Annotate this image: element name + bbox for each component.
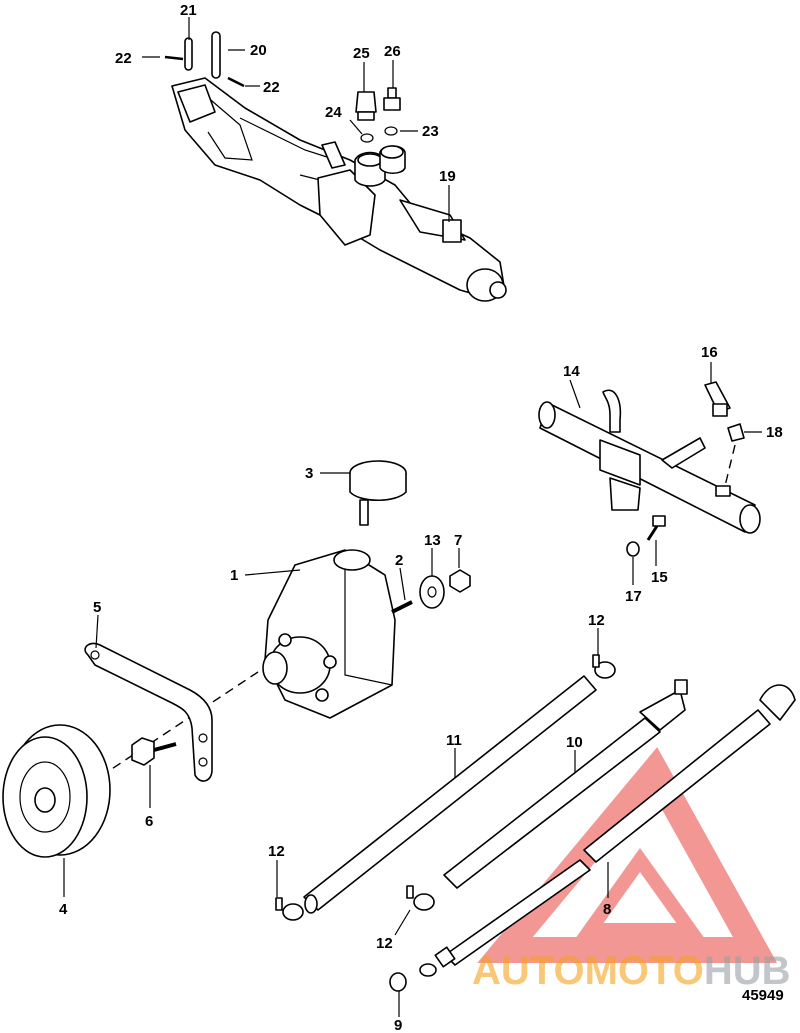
- callout-6: 6: [145, 813, 153, 830]
- callout-24: 24: [325, 104, 342, 121]
- switch-16: [704, 381, 731, 417]
- callout-16: 16: [701, 344, 718, 361]
- callout-17: 17: [625, 588, 642, 605]
- clamp-12b: [275, 897, 304, 921]
- o-ring-9: [389, 972, 407, 992]
- callout-5: 5: [93, 599, 101, 616]
- leader-lines: [63, 17, 762, 1017]
- fitting-26: [383, 87, 401, 111]
- pin-20: [211, 31, 221, 79]
- figure-number: 45949: [742, 987, 784, 1004]
- callout-3: 3: [305, 465, 313, 482]
- callout-10: 10: [566, 734, 583, 751]
- fluid-cooler: [538, 389, 761, 534]
- callout-13: 13: [424, 532, 441, 549]
- callout-19: 19: [439, 168, 456, 185]
- elbow-18: [727, 423, 745, 442]
- clamp-12c: [406, 885, 435, 911]
- callout-12c: 12: [376, 935, 393, 952]
- callout-25: 25: [353, 45, 370, 62]
- steering-actuator: [171, 77, 507, 302]
- clamp-12a: [592, 654, 616, 679]
- callout-26: 26: [384, 43, 401, 60]
- hose-11: [303, 675, 597, 914]
- callout-14: 14: [563, 363, 580, 380]
- watermark-logo: [477, 747, 778, 963]
- hose-10: [443, 679, 688, 889]
- pulley-4: [2, 724, 111, 858]
- o-ring-23: [384, 126, 398, 136]
- callout-7: 7: [454, 532, 462, 549]
- return-line: [419, 859, 591, 977]
- watermark-text: AUTOMOTOHUB: [472, 949, 791, 993]
- callout-8: 8: [603, 901, 611, 918]
- screw-15: [646, 515, 666, 541]
- watermark-text-automoto: AUTOMOTO: [472, 949, 704, 993]
- bracket-5: [84, 642, 213, 782]
- fitting-25: [355, 91, 377, 121]
- callout-20: 20: [250, 42, 267, 59]
- callout-23: 23: [422, 123, 439, 140]
- callout-22b: 22: [263, 79, 280, 96]
- callout-2: 2: [395, 552, 403, 569]
- callout-21: 21: [180, 2, 197, 19]
- cotter-pin-22b: [227, 76, 245, 88]
- power-steering-pump: [262, 549, 413, 719]
- callout-4: 4: [59, 901, 68, 918]
- watermark-text-hub: HUB: [704, 949, 791, 993]
- callout-22a: 22: [115, 50, 132, 67]
- spacer-13: [419, 575, 445, 609]
- callout-15: 15: [651, 569, 668, 586]
- callout-1: 1: [230, 567, 238, 584]
- hose-8: [583, 684, 796, 863]
- nut-7: [449, 569, 471, 593]
- o-ring-24: [360, 133, 374, 143]
- callout-9: 9: [394, 1017, 402, 1033]
- callout-12a: 12: [588, 612, 605, 629]
- bolt-6: [131, 737, 177, 766]
- callout-12b: 12: [268, 843, 285, 860]
- washer-17: [626, 541, 640, 557]
- callout-11: 11: [446, 732, 462, 749]
- pin-21: [184, 37, 193, 71]
- cotter-pin-22a: [164, 55, 184, 61]
- reservoir-cap: [349, 460, 407, 526]
- callout-18: 18: [766, 424, 783, 441]
